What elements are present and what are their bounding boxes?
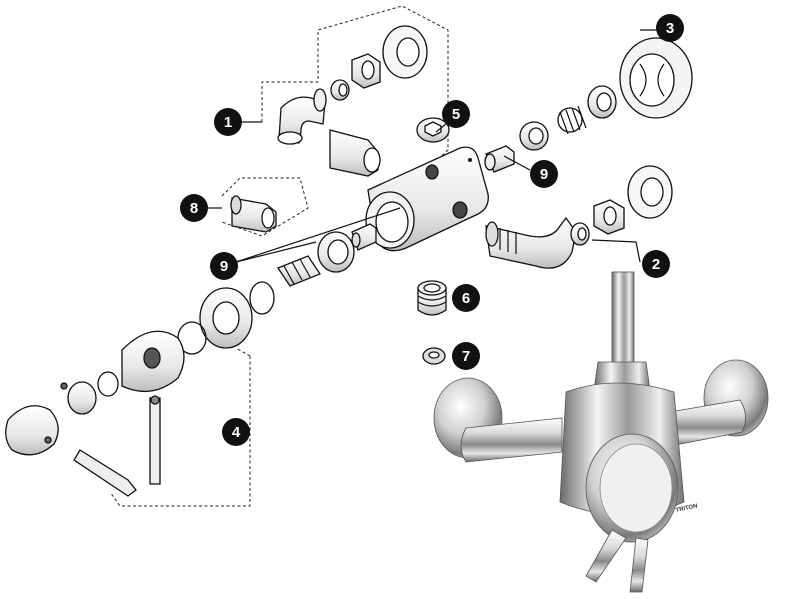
callout-4-label: 4 [232,424,241,441]
filter-part-7 [422,347,446,365]
small-ring-part [97,371,119,397]
outlet-elbow-part [485,216,577,269]
cartridge-part [351,223,377,251]
callout-8-label: 8 [190,200,198,217]
check-valve-part [484,145,515,173]
locknut-part [199,287,253,349]
o-ring-part [249,281,275,315]
spring-part [557,105,587,135]
inlet-nut-part [351,53,381,89]
leader-lines [206,29,670,431]
callout-3: 3 [656,14,684,42]
assembled-valve-photo: TRITON [433,271,769,593]
connector-part-8 [230,195,277,233]
brand-mark: TRITON [675,503,698,513]
threaded-sleeve-part [317,231,355,273]
valve-body-part [365,146,489,252]
hex-plug-part-5 [416,117,450,143]
connector-part-6 [417,280,447,316]
control-cap-part [121,330,185,393]
outlet-nut-part [593,199,625,235]
callout-9-right-label: 9 [540,166,548,183]
callout-1: 1 [214,108,242,136]
callout-4: 4 [222,418,250,446]
spindle-part [149,395,161,485]
inlet-connector-part [329,129,381,177]
callout-2: 2 [642,250,670,278]
outlet-flange-part [627,165,673,219]
shroud-part-3 [619,37,693,119]
callout-7: 7 [452,342,480,370]
callout-1-label: 1 [224,114,232,131]
callout-2-label: 2 [652,256,660,273]
inlet-olive-part [330,79,350,101]
callout-8: 8 [180,194,208,222]
callout-5-label: 5 [452,106,460,123]
threaded-ring-part [277,255,321,287]
lever-part [73,449,137,497]
group-outline-4 [109,347,251,507]
callout-5: 5 [442,100,470,128]
callout-9-right: 9 [530,160,558,188]
inlet-flange-part [382,25,428,79]
bush-part [587,85,617,119]
seal-ring-part [519,121,549,151]
callout-9-left: 9 [210,252,238,280]
group-outline-8 [221,177,309,237]
callout-7-label: 7 [462,348,470,365]
outlet-olive-part [570,222,590,246]
callout-6-label: 6 [462,290,470,307]
callout-9-left-label: 9 [220,258,228,275]
inlet-elbow-part [277,88,327,145]
callout-3-label: 3 [666,20,674,37]
control-knob-part [5,405,59,456]
callout-6: 6 [452,284,480,312]
adaptor-part [60,381,97,415]
